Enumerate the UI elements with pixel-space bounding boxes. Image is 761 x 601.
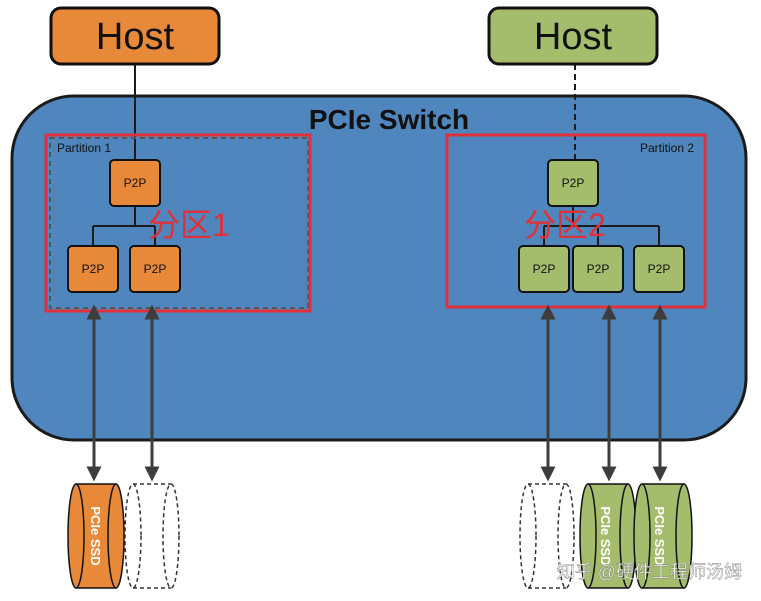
host-2-label: Host [534, 16, 613, 58]
p2p-box: P2P [129, 245, 181, 293]
p2p-label: P2P [587, 262, 610, 276]
ssd-cylinder: PCIe SSD [67, 483, 125, 589]
p2p-label: P2P [144, 262, 167, 276]
p2p-label: P2P [648, 262, 671, 276]
empty-ssd-slot [519, 483, 575, 589]
host-1: Host [49, 6, 221, 66]
partition-1-tree-lines [92, 206, 156, 246]
p2p-label: P2P [562, 176, 585, 190]
partition-2-red-border [445, 133, 707, 309]
partition-1-red-border [44, 133, 312, 313]
p2p-box: P2P [633, 245, 685, 293]
p2p-box: P2P [547, 159, 599, 207]
ssd-cylinder: PCIe SSD [633, 483, 693, 589]
partition-2-tree-lines [543, 206, 660, 246]
watermark: 知乎 @硬件工程师汤姆 [557, 562, 742, 582]
ssd-label: PCIe SSD [88, 506, 103, 565]
p2p-label: P2P [124, 176, 147, 190]
p2p-box: P2P [572, 245, 624, 293]
p2p-label: P2P [533, 262, 556, 276]
ssd-label: PCIe SSD [652, 506, 667, 565]
partition-2-label: Partition 2 [640, 141, 694, 155]
switch-title: PCIe Switch [309, 104, 469, 135]
ssd-cylinder: PCIe SSD [579, 483, 637, 589]
partition-1-dashed-border [49, 137, 309, 309]
p2p-box: P2P [67, 245, 119, 293]
p2p-label: P2P [82, 262, 105, 276]
p2p-box: P2P [518, 245, 570, 293]
partition-1-region-label: 分区1 [148, 207, 230, 243]
p2p-box: P2P [109, 159, 161, 207]
empty-ssd-slot [124, 483, 180, 589]
partition-1-label: Partition 1 [57, 141, 111, 155]
host-2: Host [487, 6, 659, 66]
host-1-label: Host [96, 16, 175, 58]
ssd-label: PCIe SSD [598, 506, 613, 565]
partition-2-region-label: 分区2 [524, 207, 606, 243]
